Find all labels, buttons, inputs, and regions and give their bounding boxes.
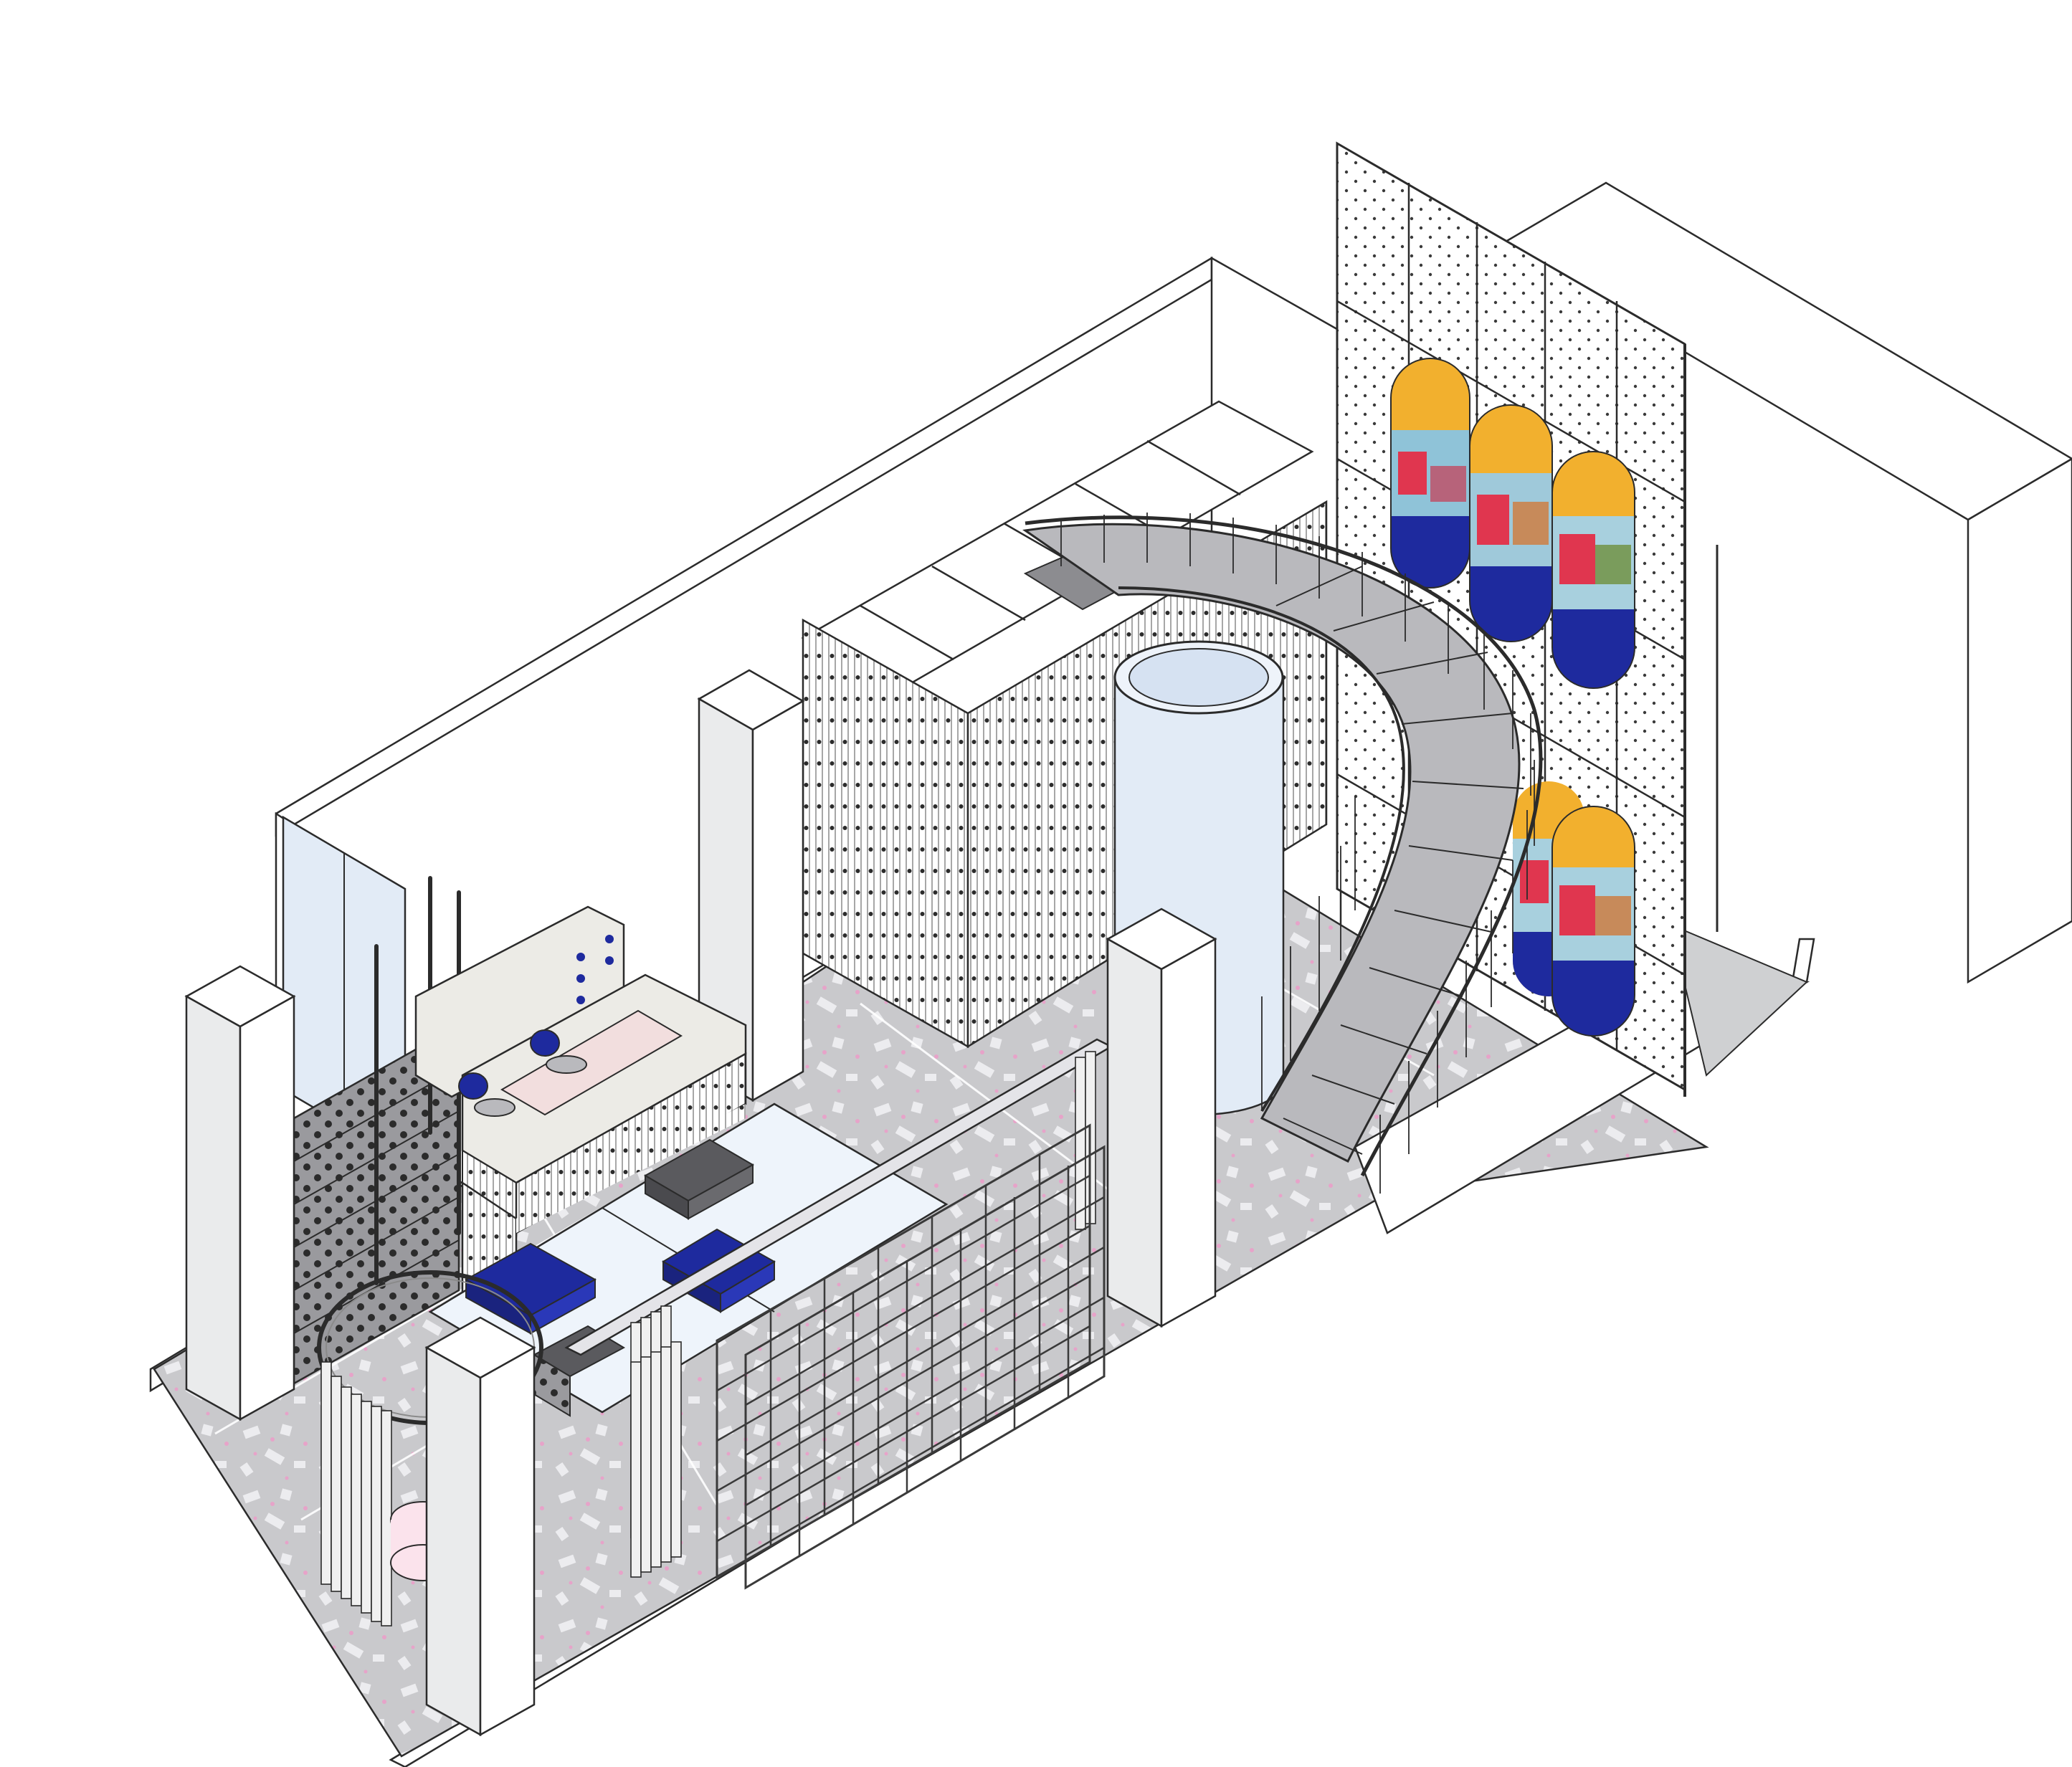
art-panel-2 bbox=[1470, 405, 1552, 642]
bench-blue-1 bbox=[464, 1242, 597, 1335]
reception-desk bbox=[414, 905, 747, 1364]
desk-chairs bbox=[458, 1029, 587, 1117]
art-panel-1 bbox=[1391, 358, 1470, 588]
square-pillar-left bbox=[184, 965, 296, 1421]
bench-dark-1 bbox=[643, 1138, 755, 1220]
spiral-staircase bbox=[1022, 513, 1543, 1194]
art-panel-5 bbox=[1552, 806, 1635, 1036]
arched-art-panels bbox=[1390, 358, 1635, 1037]
front-curtain bbox=[630, 1341, 682, 1578]
square-pillar-back bbox=[697, 669, 805, 1102]
wardrobe-display-panels bbox=[282, 815, 460, 1386]
ring-curtain bbox=[320, 1361, 392, 1627]
square-pillar-front bbox=[424, 1316, 536, 1737]
art-panel-3 bbox=[1552, 452, 1635, 688]
square-pillar-right bbox=[1106, 908, 1217, 1328]
